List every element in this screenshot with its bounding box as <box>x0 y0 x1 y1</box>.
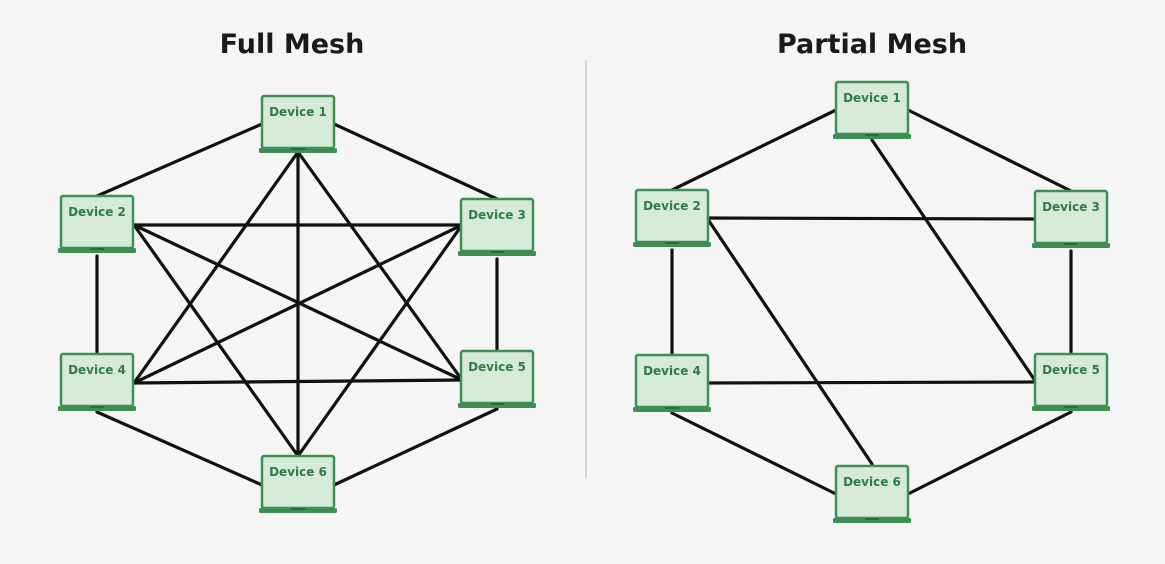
device-2-label: Device 2 <box>68 205 126 219</box>
link-d5-d6 <box>906 410 1073 496</box>
laptop-notch-icon <box>1064 406 1078 408</box>
full-mesh-links <box>95 122 499 487</box>
device-1-label: Device 1 <box>843 91 901 105</box>
device-1-label: Device 1 <box>269 105 327 119</box>
link-d1-d5 <box>870 138 1038 384</box>
laptop-base-icon <box>58 406 136 411</box>
laptop-base-icon <box>458 251 536 256</box>
laptop-screen-icon <box>59 194 135 250</box>
laptop-base-icon <box>1032 406 1110 411</box>
partial-mesh-devices: Device 1 Device 2 Device 3 Device 4 Device 5… <box>633 80 1110 523</box>
link-d2-d6 <box>132 223 300 458</box>
device-2-node[interactable]: Device 2 <box>633 188 711 247</box>
device-4-node[interactable]: Device 4 <box>58 352 136 411</box>
laptop-base-icon <box>633 407 711 412</box>
device-3-label: Device 3 <box>468 208 526 222</box>
laptop-base-icon <box>259 148 337 153</box>
laptop-screen-icon <box>260 454 336 510</box>
link-d1-d2 <box>670 108 838 192</box>
device-5-label: Device 5 <box>1042 363 1100 377</box>
laptop-notch-icon <box>291 148 305 150</box>
link-d4-d5 <box>705 380 1038 385</box>
laptop-screen-icon <box>834 464 910 520</box>
partial-mesh-diagram: Device 1 Device 2 Device 3 Device 4 Device 5… <box>633 80 1110 523</box>
device-6-node[interactable]: Device 6 <box>833 464 911 523</box>
device-6-node[interactable]: Device 6 <box>259 454 337 513</box>
laptop-notch-icon <box>90 248 104 250</box>
laptop-notch-icon <box>90 406 104 408</box>
link-d1-d2 <box>95 122 264 198</box>
laptop-screen-icon <box>634 188 710 244</box>
partial-mesh-links <box>670 108 1073 496</box>
partial-mesh-title: Partial Mesh <box>777 29 967 60</box>
laptop-notch-icon <box>1064 243 1078 245</box>
laptop-base-icon <box>1032 243 1110 248</box>
laptop-screen-icon <box>459 349 535 405</box>
laptop-screen-icon <box>59 352 135 408</box>
device-1-node[interactable]: Device 1 <box>833 80 911 139</box>
link-d1-d4 <box>132 150 300 385</box>
device-5-node[interactable]: Device 5 <box>458 349 536 408</box>
laptop-base-icon <box>833 518 911 523</box>
full-mesh-title: Full Mesh <box>220 29 365 60</box>
laptop-base-icon <box>58 248 136 253</box>
laptop-screen-icon <box>1033 189 1109 245</box>
laptop-screen-icon <box>1033 352 1109 408</box>
laptop-base-icon <box>259 508 337 513</box>
device-5-label: Device 5 <box>468 360 526 374</box>
device-4-label: Device 4 <box>68 363 126 377</box>
device-6-label: Device 6 <box>843 475 901 489</box>
laptop-screen-icon <box>260 94 336 150</box>
device-2-node[interactable]: Device 2 <box>58 194 136 253</box>
link-d3-d6 <box>296 223 464 458</box>
laptop-screen-icon <box>634 353 710 409</box>
full-mesh-devices: Device 1 Device 2 Device 3 Device 4 Device 5… <box>58 94 536 513</box>
laptop-notch-icon <box>865 134 879 136</box>
link-d2-d3 <box>705 216 1038 221</box>
link-d4-d6 <box>670 411 838 496</box>
device-4-node[interactable]: Device 4 <box>633 353 711 412</box>
laptop-notch-icon <box>865 518 879 520</box>
laptop-notch-icon <box>665 242 679 244</box>
link-d1-d3 <box>332 122 499 201</box>
laptop-screen-icon <box>459 197 535 253</box>
link-d2-d6 <box>705 216 874 466</box>
laptop-base-icon <box>833 134 911 139</box>
link-d1-d3 <box>906 108 1073 193</box>
link-d4-d6 <box>95 410 264 487</box>
device-3-node[interactable]: Device 3 <box>1032 189 1110 248</box>
device-4-label: Device 4 <box>643 364 701 378</box>
device-3-node[interactable]: Device 3 <box>458 197 536 256</box>
device-3-label: Device 3 <box>1042 200 1100 214</box>
device-1-node[interactable]: Device 1 <box>259 94 337 153</box>
device-2-label: Device 2 <box>643 199 701 213</box>
link-d5-d6 <box>332 407 499 487</box>
laptop-notch-icon <box>665 407 679 409</box>
laptop-notch-icon <box>291 508 305 510</box>
device-5-node[interactable]: Device 5 <box>1032 352 1110 411</box>
device-6-label: Device 6 <box>269 465 327 479</box>
laptop-notch-icon <box>490 251 504 253</box>
link-d4-d5 <box>132 378 464 385</box>
full-mesh-diagram: Device 1 Device 2 Device 3 Device 4 Device 5… <box>58 94 536 513</box>
laptop-base-icon <box>458 403 536 408</box>
laptop-notch-icon <box>490 403 504 405</box>
laptop-screen-icon <box>834 80 910 136</box>
laptop-base-icon <box>633 242 711 247</box>
link-d3-d4 <box>132 223 464 385</box>
